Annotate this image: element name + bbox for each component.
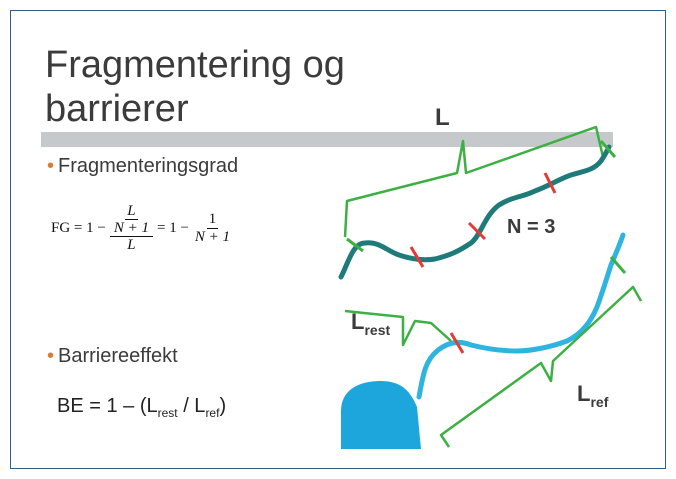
bullet-marker: • <box>47 155 55 177</box>
bullet-fragmenteringsgrad: •Fragmenteringsgrad <box>47 155 238 178</box>
fg-simple-den: N + 1 <box>194 229 231 245</box>
bullet-label: Fragmenteringsgrad <box>58 155 239 177</box>
label-Lrest: Lrest <box>351 309 390 338</box>
fg-fraction-simple: 1 N + 1 <box>193 211 232 246</box>
fg-formula: FG = 1 − L N + 1 L = 1 − 1 N + 1 <box>51 203 236 254</box>
fg-lhs: FG = 1 − <box>51 220 106 236</box>
label-L: L <box>435 104 450 131</box>
fg-outer-den: L <box>127 237 136 253</box>
boundary-mark <box>599 140 617 158</box>
river-reference <box>416 232 626 400</box>
boundary-mark <box>609 256 627 274</box>
bullet-label: Barriereeffekt <box>58 345 178 367</box>
lake <box>341 381 421 449</box>
slide-title: Fragmentering og barrierer <box>45 43 345 131</box>
title-bar <box>41 132 613 147</box>
label-N: N = 3 <box>507 216 555 238</box>
bracket-Lrest <box>344 309 452 347</box>
boundary-mark <box>346 237 364 253</box>
river-diagram: L N = 3 Lrest Lref <box>338 104 643 449</box>
barrier-mark <box>467 221 487 241</box>
fg-simple-num: 1 <box>206 211 219 229</box>
bracket-Lref <box>439 285 643 448</box>
barrier-mark <box>449 332 465 354</box>
fg-mid: = 1 − <box>156 220 189 236</box>
bracket-L <box>343 125 605 238</box>
title-line-1: Fragmentering og <box>45 44 345 86</box>
fg-inner-num: L <box>125 203 138 220</box>
slide: Fragmentering og barrierer •Fragmenterin… <box>10 10 666 469</box>
fg-fraction-outer: L N + 1 L <box>109 203 153 254</box>
bullet-barriereeffekt: •Barriereeffekt <box>47 345 178 368</box>
barrier-mark <box>543 172 557 194</box>
barrier-mark <box>409 246 425 268</box>
river-fragmented <box>338 144 612 280</box>
bullet-marker: • <box>47 345 55 367</box>
label-Lref: Lref <box>577 381 609 410</box>
be-formula: BE = 1 – (Lrest / Lref) <box>57 395 227 420</box>
fg-inner-den: N + 1 <box>113 220 149 236</box>
title-line-2: barrierer <box>45 88 189 130</box>
